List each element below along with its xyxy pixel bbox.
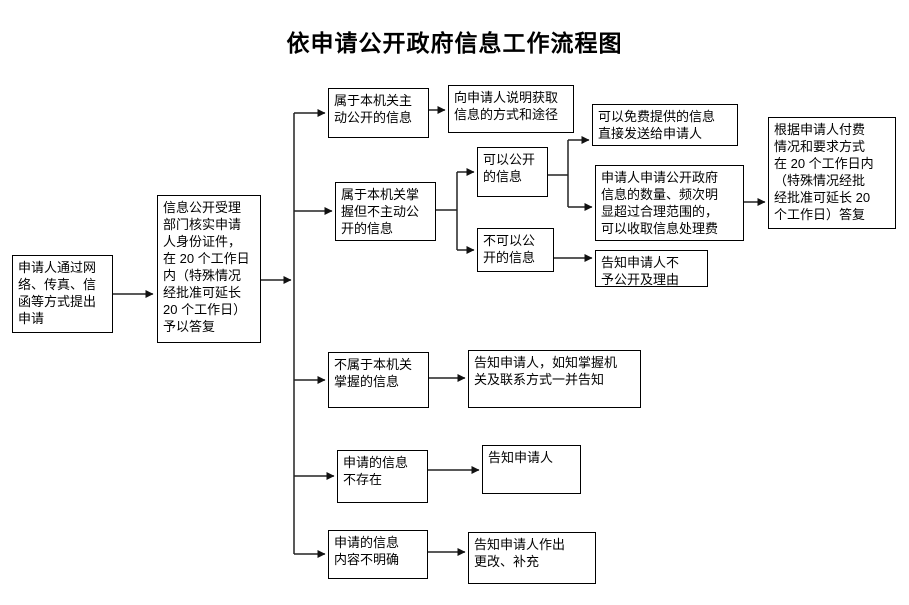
node-amend-supplement: 告知申请人作出 更改、补充 [468,532,596,584]
node-explain-access: 向申请人说明获取 信息的方式和途径 [448,85,574,133]
node-not-exist: 申请的信息 不存在 [337,450,428,503]
node-not-held: 不属于本机关 掌握的信息 [328,352,429,408]
node-free-info: 可以免费提供的信息 直接发送给申请人 [592,104,738,146]
node-accept-review: 信息公开受理 部门核实申请 人身份证件， 在 20 个工作日 内（特殊情况 经批… [157,195,261,343]
node-proactive-info: 属于本机关主 动公开的信息 [328,88,429,138]
node-refuse-reason: 告知申请人不 予公开及理由 [595,250,708,287]
node-inform-holder: 告知申请人，如知掌握机 关及联系方式一并告知 [468,350,641,408]
node-processing-fee: 申请人申请公开政府 信息的数量、频次明 显超过合理范围的， 可以收取信息处理费 [595,165,744,241]
node-unclear-content: 申请的信息 内容不明确 [328,530,428,579]
node-cannot-disclose: 不可以公 开的信息 [477,228,554,272]
node-start: 申请人通过网 络、传真、信 函等方式提出 申请 [12,255,113,333]
diagram-title: 依申请公开政府信息工作流程图 [286,31,623,56]
node-inform-applicant: 告知申请人 [482,445,581,494]
node-held-not-proactive: 属于本机关掌 握但不主动公 开的信息 [335,182,436,241]
node-can-disclose: 可以公开 的信息 [477,147,548,197]
node-reply-deadline: 根据申请人付费 情况和要求方式 在 20 个工作日内 （特殊情况经批 经批准可延… [768,117,896,229]
